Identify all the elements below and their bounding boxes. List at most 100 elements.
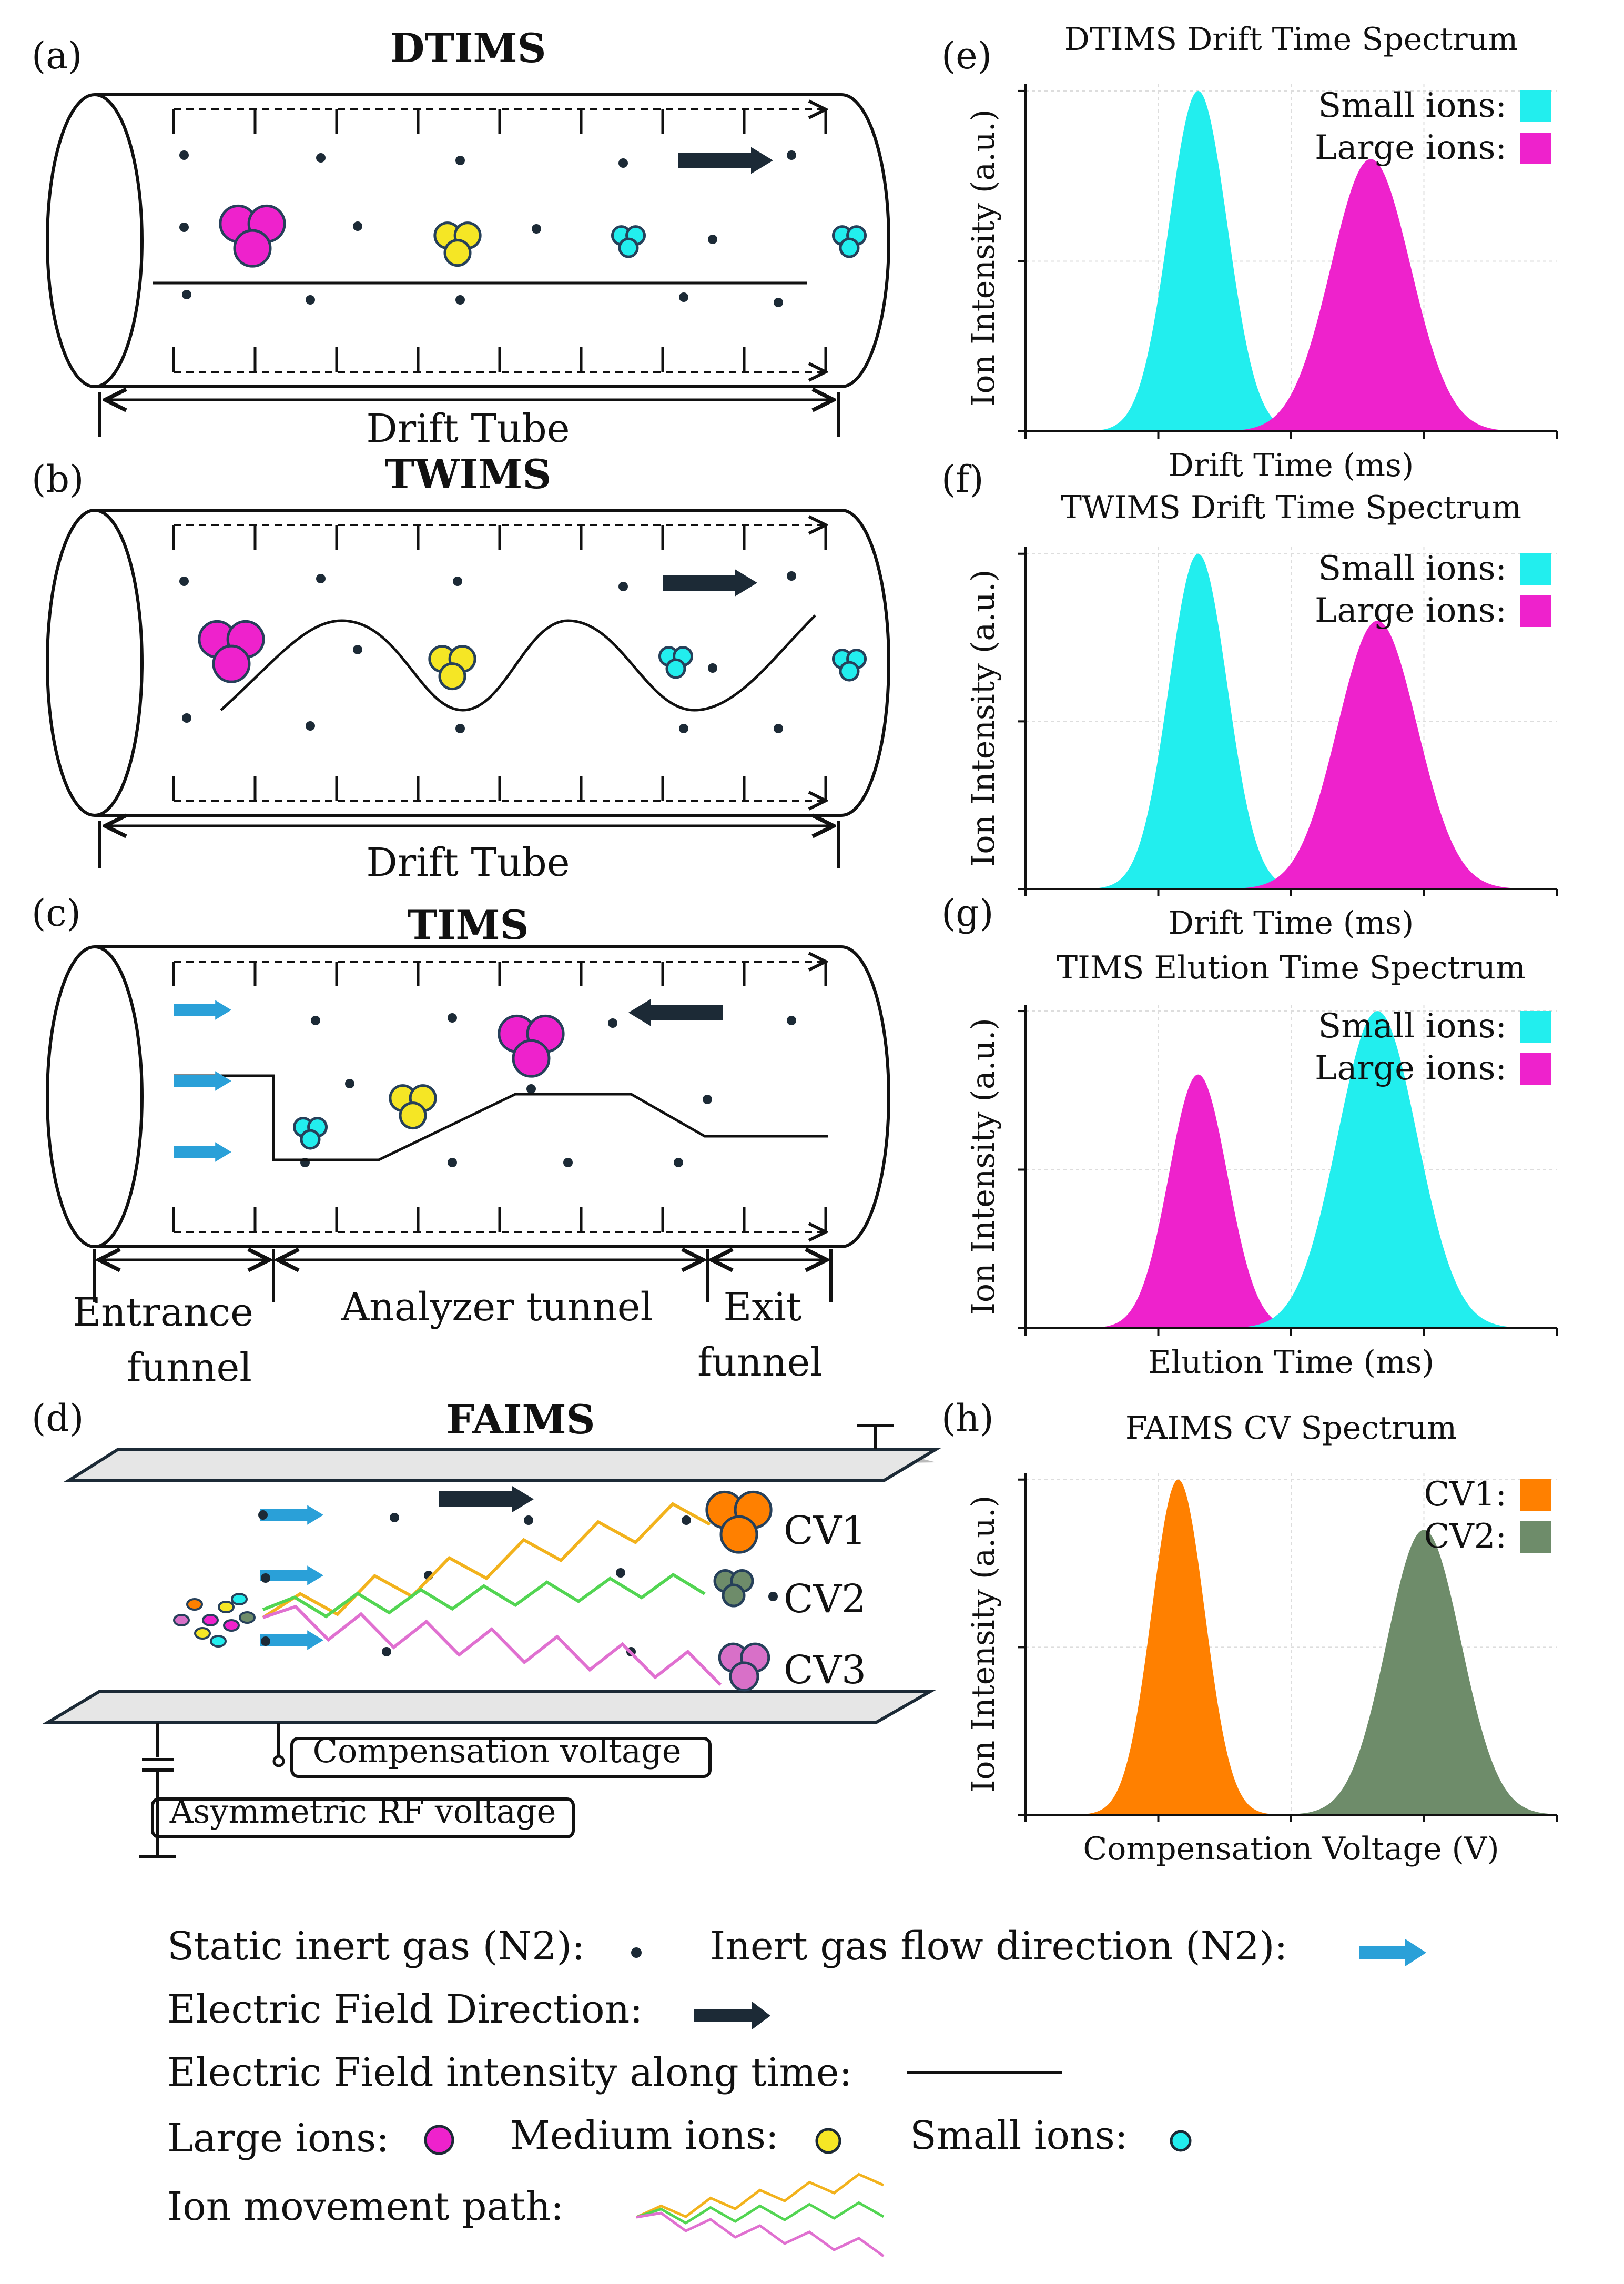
gas-dot [311,1016,320,1025]
legend-ion-path-lines [635,2172,885,2258]
legend-static-gas: Static inert gas (N2): [167,1924,585,1969]
tims-analyzer-label: Analyzer tunnel [341,1285,653,1330]
gas-flow-arrow [174,1000,231,1020]
faims-title: FAIMS [446,1396,595,1443]
dtims-tube-diagram [46,93,890,437]
gas-dot [674,1158,683,1167]
gas-dot [455,156,465,165]
chart-title: FAIMS CV Spectrum [1125,1410,1457,1447]
gas-dot [787,1016,796,1025]
traveling-wave-line [220,614,816,712]
ion-sphere [722,1583,746,1608]
medium-ion-cluster [428,645,476,691]
tims-exit-label-1: Exit [723,1285,801,1330]
gas-dot [768,1592,778,1601]
field-direction-arrow [663,569,757,597]
twims-tube-diagram [46,509,890,868]
gas-dot [182,290,191,299]
series-area-large-ions [1026,159,1557,431]
gas-dot [526,1084,536,1094]
mixed-ion [194,1627,211,1640]
legend-swatch [1520,90,1551,122]
mixed-ion [218,1601,235,1613]
chart-x-label: Elution Time (ms) [1148,1344,1434,1381]
gas-dot [306,721,315,731]
series-area-cv2 [1026,1530,1557,1815]
chart-x-label: Drift Time (ms) [1169,905,1414,942]
ion-sphere [729,1661,759,1692]
gas-dot [532,224,541,234]
small-ion-cluster [292,1117,328,1150]
legend-zigzag [636,2201,885,2225]
gas-dot [708,235,717,244]
panel-label-c: (c) [32,892,81,935]
legend-gas-flow: Inert gas flow direction (N2): [710,1924,1287,1969]
ion-sphere [719,1515,758,1554]
faims-cv1-label: CV1 [784,1508,866,1553]
large-ion-cluster [498,1014,565,1078]
gas-dot [708,663,717,673]
gas-dot [345,1079,354,1088]
gas-dot [563,1158,573,1167]
ion-sphere [512,1039,551,1078]
ion-sphere [300,1129,321,1150]
mixed-ion [173,1614,190,1626]
tube-body [95,93,890,388]
legend-zigzag [636,2211,885,2258]
legend-swatch [1520,1479,1551,1511]
tims-title: TIMS [407,902,529,948]
mixed-ion [223,1619,240,1632]
faims-diagram [42,1424,942,1858]
gas-flow-arrow [260,1565,323,1585]
legend-swatch [1520,1053,1551,1085]
compensation-voltage-box [290,1737,712,1778]
medium-ion-cluster [389,1084,437,1130]
chart-y-label: Ion Intensity (a.u.) [965,1018,1002,1315]
series-area-small-ions [1026,90,1557,431]
gas-dot [448,1013,457,1023]
twims-title: TWIMS [385,451,551,498]
gas-dot [787,150,796,160]
chart-x-label: Compensation Voltage (V) [1083,1831,1499,1867]
gas-dot [306,295,315,305]
field-direction-arrow [628,999,723,1026]
chart-y-label: Ion Intensity (a.u.) [965,570,1002,867]
tims-exit-label-2: funnel [697,1340,823,1385]
legend-medium-ion-marker [815,2128,841,2154]
legend-ion-path: Ion movement path: [167,2184,564,2229]
ion-sphere [212,644,251,683]
ion-sphere [233,229,272,268]
legend-field-intensity: Electric Field intensity along time: [167,2050,852,2095]
tube-left-cap [46,945,144,1248]
mixed-ion [239,1611,256,1624]
cv3-ion-cluster [718,1642,770,1692]
gas-dot [179,223,189,232]
chart-y-label: Ion Intensity (a.u.) [965,109,1002,407]
gas-dot [382,1647,391,1656]
gas-dot [258,1510,268,1520]
series-area-large-ions [1026,1074,1557,1328]
tims-entrance-label-2: funnel [127,1345,252,1390]
gas-dot [353,221,362,231]
twims-tube-label: Drift Tube [366,840,570,885]
mixed-ion [186,1598,203,1611]
gas-dot [261,1573,270,1583]
cv1-ion-cluster [705,1490,773,1554]
legend-label: Large ions: [1315,591,1507,630]
tube-left-cap [46,93,144,388]
gas-dot [618,582,628,591]
gas-flow-arrow [260,1630,323,1650]
bottom-electrode-plate [42,1690,937,1724]
mixed-ion [210,1635,227,1648]
legend-small-ions: Small ions: [910,2113,1128,2158]
connector-node [272,1755,285,1767]
ion-sphere [399,1101,427,1130]
small-ion-cluster [658,646,694,679]
ion-sphere [665,658,686,679]
legend-label: Large ions: [1315,128,1507,167]
